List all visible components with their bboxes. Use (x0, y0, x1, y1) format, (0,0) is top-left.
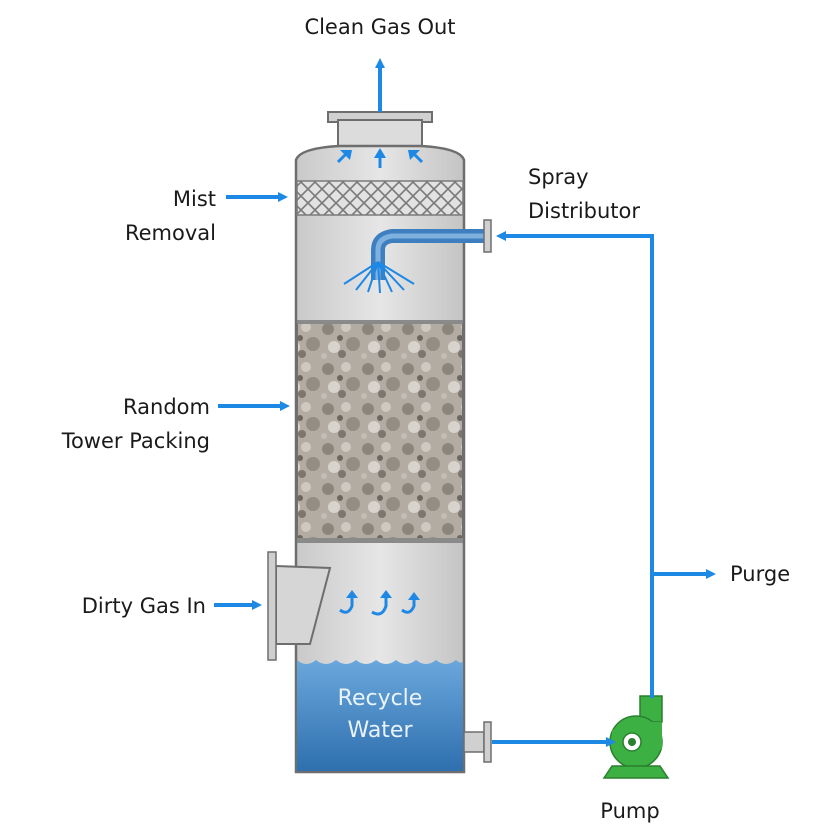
purge-label: Purge (730, 562, 791, 586)
gas-flow-curls (339, 590, 420, 616)
recycle-water-label-line2: Water (347, 718, 413, 743)
gas-up-arrows (336, 148, 424, 168)
water-outlet-flange (483, 721, 492, 763)
spray-pattern (343, 261, 415, 294)
pump-label: Pump (600, 799, 660, 823)
mist-eliminator (296, 180, 464, 216)
random-packing-label-line2: Tower Packing (61, 429, 210, 453)
random-packing-label-line1: Random (123, 395, 210, 419)
recycle-water-label-line1: Recycle (337, 686, 423, 711)
dirty-gas-in-label: Dirty Gas In (81, 594, 206, 618)
spray-distributor-label-line2: Distributor (528, 199, 641, 223)
gas-inlet-flange (267, 551, 277, 661)
mist-removal-label-line1: Mist (172, 187, 216, 211)
spray-flange (483, 219, 492, 253)
clean-gas-out-label: Clean Gas Out (304, 15, 456, 39)
pump-body (602, 695, 670, 779)
flow-arrows (214, 58, 716, 747)
recycle-water-sump (297, 660, 463, 771)
random-packing-bed (296, 321, 464, 541)
mist-removal-label-line2: Removal (124, 221, 216, 245)
spray-distributor-label-line1: Spray (528, 165, 589, 189)
water-outlet-nozzle (463, 731, 485, 753)
